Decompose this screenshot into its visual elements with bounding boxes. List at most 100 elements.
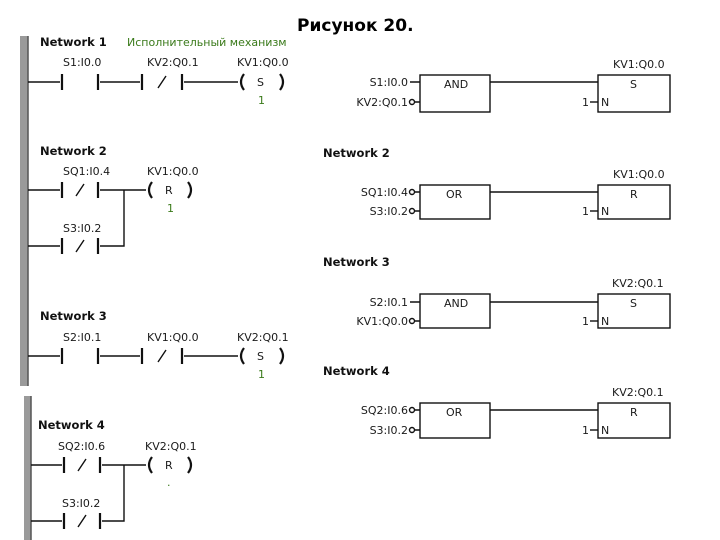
nc-contact (62, 457, 102, 473)
block-symbol: R (630, 188, 638, 201)
ladder-network-4: Network 4 SQ2:I0.6 KV2:Q0.1 R . S3:I0.2 (31, 418, 197, 529)
power-rail-lower (24, 396, 31, 540)
network-title: Network 2 (40, 144, 107, 158)
network-title: Network 4 (323, 364, 390, 378)
coil-label: KV1:Q0.0 (237, 56, 289, 69)
nc-slash (77, 514, 87, 528)
coil-label: KV2:Q0.1 (145, 440, 197, 453)
no-contact (60, 74, 100, 90)
parallel-branch (28, 190, 125, 247)
fbd-panel: KV1:Q0.0 S1:I0.0 KV2:Q0.1 AND S 1 N Netw… (323, 58, 671, 439)
n-label: N (601, 96, 609, 109)
n-label: N (601, 205, 609, 218)
network-title: Network 1 (40, 35, 107, 49)
coil-symbol: S (257, 76, 264, 89)
network-title: Network 2 (323, 146, 390, 160)
fbd-network-1: KV1:Q0.0 S1:I0.0 KV2:Q0.1 AND S 1 N (356, 58, 671, 113)
contact-label: S3:I0.2 (62, 497, 100, 510)
network-title: Network 3 (323, 255, 390, 269)
n-count: 1 (582, 424, 589, 437)
input-label: S3:I0.2 (370, 205, 408, 218)
nc-contact (140, 348, 184, 364)
ladder-panel: Network 1 Исполнительный механизм S1:I0.… (20, 35, 289, 540)
coil-symbol: R (165, 459, 173, 472)
block-symbol: R (630, 406, 638, 419)
coil-label: KV1:Q0.0 (147, 165, 199, 178)
n-count: 1 (582, 96, 589, 109)
fbd-network-3: Network 3 KV2:Q0.1 S2:I0.1 KV1:Q0.0 AND … (323, 255, 671, 329)
set-block (597, 74, 671, 113)
output-label: KV2:Q0.1 (612, 277, 664, 290)
nc-slash (77, 458, 87, 472)
input-wire (414, 409, 420, 431)
block-symbol: S (630, 78, 637, 91)
negation-marker (408, 207, 416, 215)
coil-symbol: R (165, 184, 173, 197)
contact-label: S2:I0.1 (63, 331, 101, 344)
n-count: 1 (582, 315, 589, 328)
parallel-branch (31, 465, 125, 522)
coil-label: KV2:Q0.1 (237, 331, 289, 344)
output-label: KV1:Q0.0 (613, 58, 665, 71)
gate-type: AND (444, 297, 468, 310)
input-label: SQ1:I0.4 (361, 186, 408, 199)
n-count: 1 (582, 205, 589, 218)
ladder-network-1: Network 1 Исполнительный механизм S1:I0.… (28, 35, 289, 107)
contact-label: KV2:Q0.1 (147, 56, 199, 69)
coil-symbol: S (257, 350, 264, 363)
output-label: KV1:Q0.0 (613, 168, 665, 181)
contact-label: S1:I0.0 (63, 56, 101, 69)
contact-label: KV1:Q0.0 (147, 331, 199, 344)
n-label: N (601, 424, 609, 437)
nc-contact (60, 182, 100, 198)
figure-title: Рисунок 20. (297, 16, 414, 36)
gate-type: AND (444, 78, 468, 91)
coil-icon (239, 347, 285, 365)
reset-block (597, 402, 671, 439)
input-wire (414, 191, 420, 212)
nc-slash (157, 75, 167, 89)
contact-label: SQ2:I0.6 (58, 440, 105, 453)
ladder-network-2: Network 2 SQ1:I0.4 KV1:Q0.0 R 1 S3:I0.2 (28, 144, 199, 254)
output-label: KV2:Q0.1 (612, 386, 664, 399)
coil-count: . (167, 476, 171, 489)
nc-contact (62, 513, 102, 529)
nc-slash (75, 183, 85, 197)
nc-slash (75, 239, 85, 253)
or-gate (419, 184, 491, 220)
and-gate (419, 74, 491, 113)
negation-marker (408, 98, 416, 106)
negation-marker (408, 426, 416, 434)
set-block (597, 293, 671, 329)
contact-label: SQ1:I0.4 (63, 165, 110, 178)
network-title: Network 4 (38, 418, 105, 432)
coil-icon (239, 73, 285, 91)
negation-marker (408, 406, 416, 414)
and-gate (419, 293, 491, 329)
no-contact (60, 348, 100, 364)
network-comment: Исполнительный механизм (127, 36, 287, 49)
coil-icon (147, 456, 193, 474)
coil-count: 1 (258, 368, 265, 381)
input-label: S2:I0.1 (370, 296, 408, 309)
reset-block (597, 184, 671, 220)
fbd-network-4: Network 4 KV2:Q0.1 SQ2:I0.6 S3:I0.2 OR R… (323, 364, 671, 439)
input-label: S1:I0.0 (370, 76, 408, 89)
nc-contact (60, 238, 100, 254)
or-gate (419, 402, 491, 439)
ladder-network-3: Network 3 S2:I0.1 KV1:Q0.0 KV2:Q0.1 S 1 (28, 309, 289, 381)
negation-marker (408, 188, 416, 196)
nc-slash (157, 349, 167, 363)
n-label: N (601, 315, 609, 328)
contact-label: S3:I0.2 (63, 222, 101, 235)
network-title: Network 3 (40, 309, 107, 323)
input-label: KV2:Q0.1 (356, 96, 408, 109)
nc-contact (140, 74, 184, 90)
input-label: S3:I0.2 (370, 424, 408, 437)
input-label: KV1:Q0.0 (356, 315, 408, 328)
input-label: SQ2:I0.6 (361, 404, 408, 417)
power-rail (20, 36, 28, 386)
fbd-network-2: Network 2 KV1:Q0.0 SQ1:I0.4 S3:I0.2 OR R… (323, 146, 671, 220)
block-symbol: S (630, 297, 637, 310)
